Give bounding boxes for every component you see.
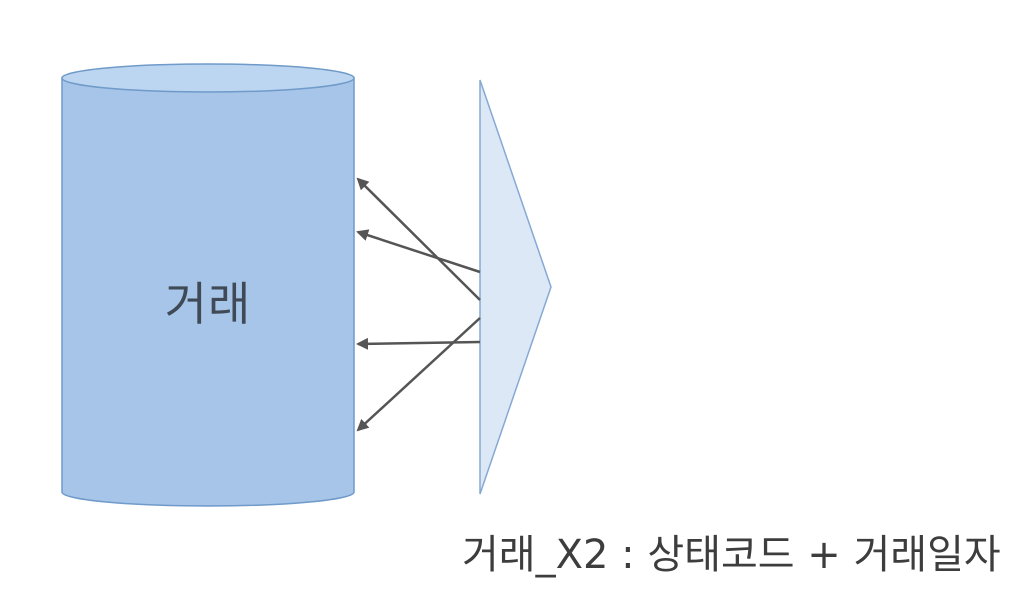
arrow-4: [356, 317, 481, 432]
cylinder-top: [61, 63, 355, 93]
table-label: 거래: [164, 277, 252, 331]
table-cylinder: [61, 63, 355, 507]
access-arrows: [356, 177, 481, 432]
index-caption: 거래_X2 : 상태코드 + 거래일자: [462, 532, 1001, 578]
cylinder-body: [61, 77, 355, 507]
arrow-1: [356, 177, 481, 301]
index-triangle: [479, 79, 552, 495]
arrow-3: [356, 337, 481, 350]
arrow-2: [356, 229, 481, 274]
